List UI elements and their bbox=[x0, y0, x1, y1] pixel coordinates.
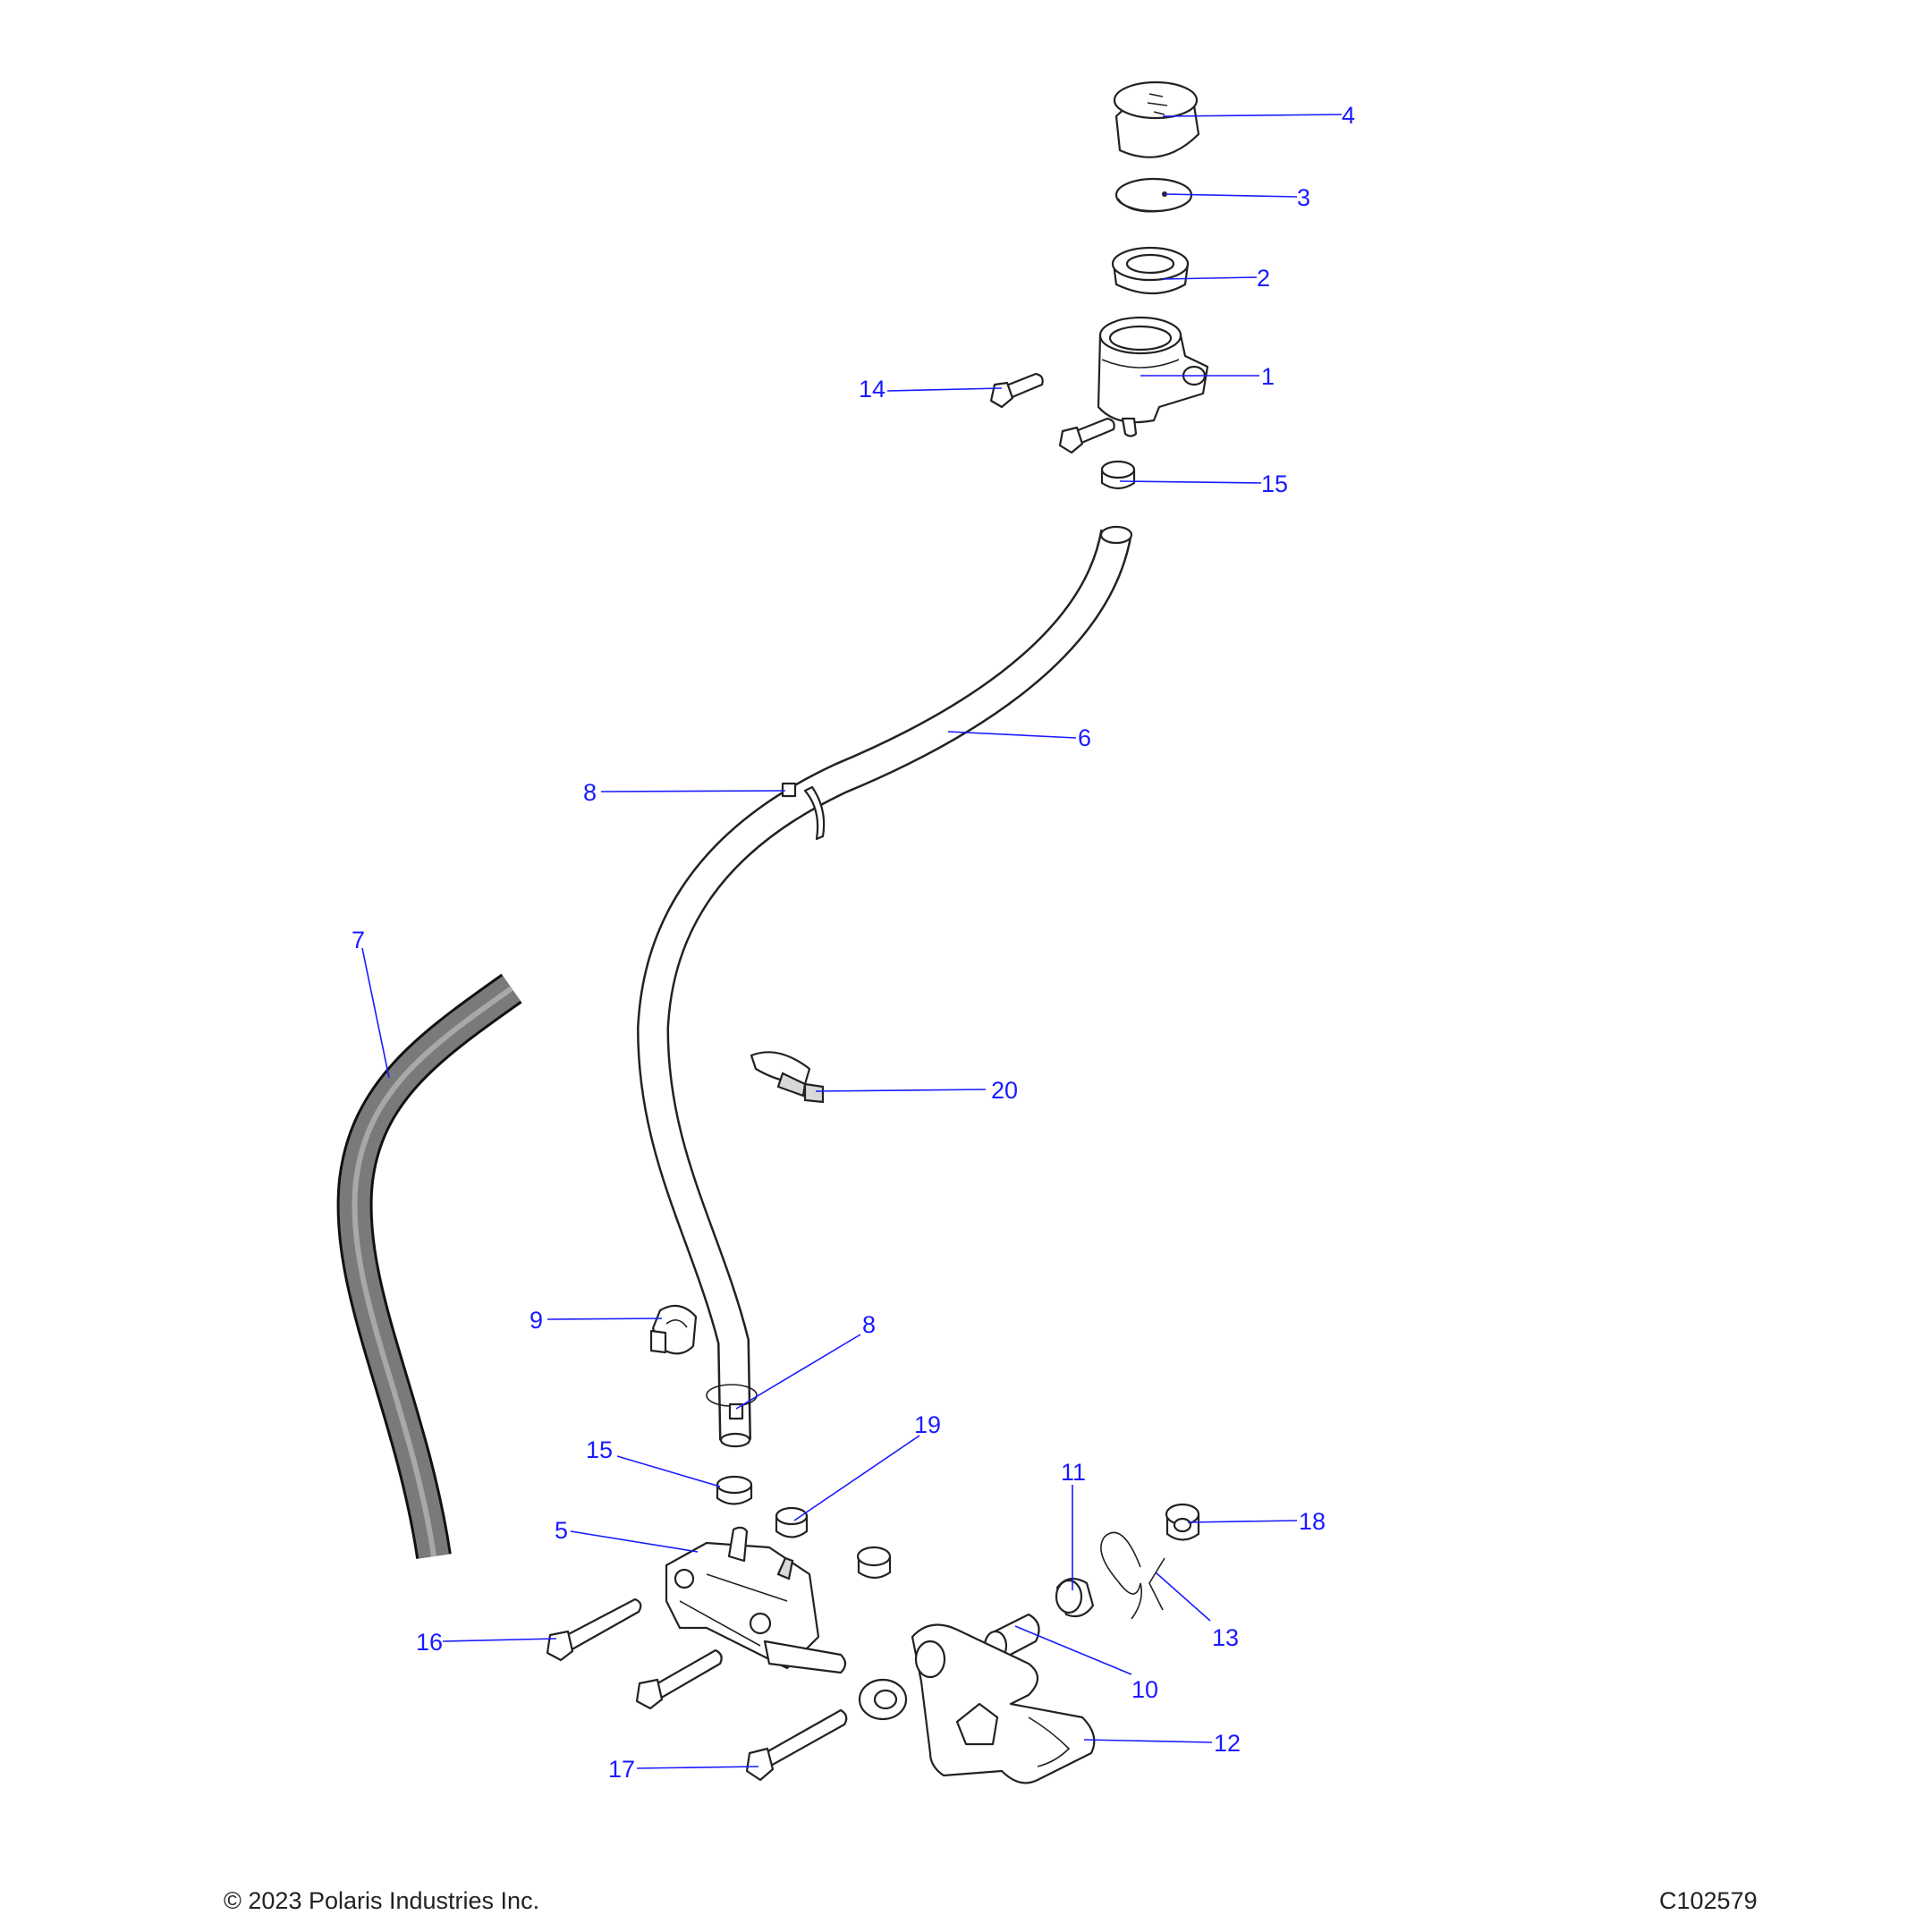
callout-1: 1 bbox=[1261, 363, 1275, 390]
spring bbox=[1100, 1531, 1165, 1620]
screw-14-second bbox=[1058, 417, 1115, 454]
callout-18: 18 bbox=[1299, 1508, 1326, 1535]
callout-12: 12 bbox=[1214, 1730, 1241, 1757]
callout-4: 4 bbox=[1342, 102, 1355, 129]
leader-19 bbox=[793, 1435, 920, 1521]
leader-7 bbox=[361, 947, 390, 1079]
leader-17 bbox=[636, 1766, 759, 1769]
callout-14: 14 bbox=[859, 376, 886, 402]
leader-lines bbox=[361, 114, 1343, 1769]
leader-4 bbox=[1162, 114, 1343, 117]
callout-15-upper: 15 bbox=[1261, 470, 1288, 497]
bolt-16-second bbox=[635, 1648, 723, 1710]
reservoir-cap bbox=[1113, 80, 1200, 158]
cable-tie-upper bbox=[781, 782, 826, 841]
leader-8a bbox=[600, 790, 786, 792]
washer-upper bbox=[856, 1546, 892, 1580]
callout-9: 9 bbox=[530, 1307, 543, 1334]
callout-2: 2 bbox=[1257, 265, 1270, 292]
seal bbox=[1111, 246, 1190, 295]
callout-8-upper: 8 bbox=[583, 779, 597, 806]
leader-5 bbox=[570, 1530, 699, 1553]
leader-12 bbox=[1083, 1739, 1213, 1743]
callout-3: 3 bbox=[1297, 184, 1310, 211]
screw-14 bbox=[989, 372, 1044, 409]
callout-13: 13 bbox=[1212, 1624, 1239, 1651]
callout-11: 11 bbox=[1061, 1459, 1086, 1486]
leader-14 bbox=[886, 387, 1003, 392]
leader-10 bbox=[1014, 1625, 1132, 1675]
callout-6: 6 bbox=[1078, 724, 1091, 751]
grommet-18 bbox=[1165, 1503, 1200, 1541]
hose-clamp-lower bbox=[716, 1475, 753, 1505]
callout-10: 10 bbox=[1131, 1676, 1158, 1703]
grommet-19 bbox=[775, 1506, 809, 1538]
hose-long bbox=[636, 525, 1133, 1448]
leader-20 bbox=[815, 1089, 987, 1092]
figure-id: C102579 bbox=[1659, 1887, 1758, 1914]
callout-20: 20 bbox=[991, 1077, 1018, 1104]
bolt-17 bbox=[745, 1708, 848, 1782]
leader-13 bbox=[1155, 1572, 1211, 1622]
clamp-stud bbox=[750, 1051, 825, 1104]
callout-8-lower: 8 bbox=[862, 1311, 876, 1338]
callout-16: 16 bbox=[416, 1629, 443, 1656]
leader-9 bbox=[547, 1318, 663, 1320]
bolt-16 bbox=[546, 1597, 642, 1662]
hose-dark bbox=[336, 973, 522, 1559]
hose-clamp-upper bbox=[1100, 460, 1136, 490]
copyright-notice: © 2023 Polaris Industries Inc. bbox=[224, 1887, 540, 1914]
reservoir bbox=[1097, 316, 1209, 437]
hose-clip bbox=[649, 1304, 698, 1355]
callout-7: 7 bbox=[352, 927, 365, 953]
callout-17: 17 bbox=[608, 1756, 635, 1783]
leader-15a bbox=[1119, 480, 1262, 484]
bushing bbox=[1055, 1577, 1095, 1618]
master-cylinder bbox=[665, 1526, 847, 1674]
leader-18 bbox=[1187, 1520, 1298, 1523]
callout-5: 5 bbox=[555, 1517, 568, 1544]
diaphragm bbox=[1114, 177, 1193, 213]
washer-lower bbox=[858, 1678, 908, 1721]
leader-2 bbox=[1162, 276, 1258, 280]
brake-pedal bbox=[911, 1623, 1096, 1784]
cable-tie-lower bbox=[706, 1384, 758, 1420]
leader-8b bbox=[735, 1334, 861, 1410]
leader-15b bbox=[616, 1455, 721, 1487]
leader-3 bbox=[1164, 193, 1298, 198]
leader-16 bbox=[442, 1638, 557, 1642]
callout-15-lower: 15 bbox=[586, 1436, 613, 1463]
leader-6 bbox=[947, 731, 1077, 739]
callout-19: 19 bbox=[914, 1411, 941, 1438]
